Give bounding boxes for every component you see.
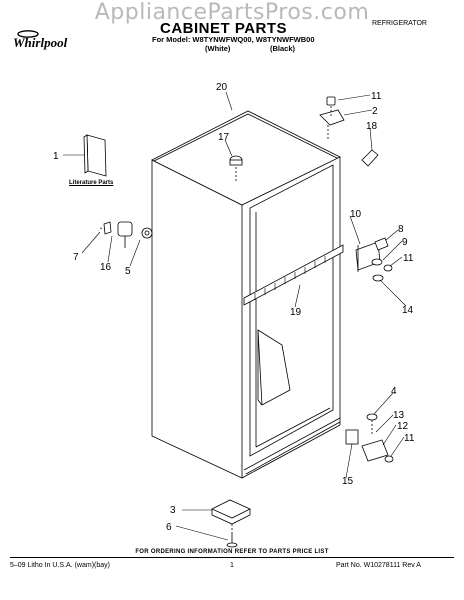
bottom-hinge	[361, 439, 389, 462]
top-hinge	[319, 109, 345, 126]
callout-15: 15	[342, 476, 354, 487]
callout-8: 8	[398, 224, 404, 235]
callout-11-top: 11	[371, 91, 382, 102]
callout-13: 13	[393, 410, 405, 421]
literature-booklet	[86, 134, 107, 177]
footer-divider	[10, 557, 454, 558]
variant-black: (Black)	[270, 44, 296, 53]
model-line: For Model: W8TYNWFWQ00, W8TYNWFWB00	[152, 35, 315, 44]
page-title: CABINET PARTS	[160, 20, 288, 37]
callout-11-bottom: 11	[404, 433, 415, 444]
part-number: Part No. W10278111 Rev A	[336, 562, 421, 569]
callout-10: 10	[350, 209, 362, 220]
callout-9: 9	[402, 237, 408, 248]
callout-4: 4	[391, 386, 397, 397]
hinge-cover	[361, 149, 379, 167]
category-label: REFRIGERATOR	[372, 20, 427, 27]
callout-18: 18	[366, 121, 378, 132]
callout-5: 5	[125, 266, 131, 277]
watermark: AppliancePartsPros.com	[94, 0, 370, 25]
ordering-note: FOR ORDERING INFORMATION REFER TO PARTS …	[135, 549, 329, 555]
litho-info: 5–09 Litho In U.S.A. (wam)(bay)	[10, 562, 110, 569]
divider-rail	[243, 244, 344, 306]
callout-12: 12	[397, 421, 409, 432]
callout-6: 6	[166, 522, 172, 533]
rail-slots	[254, 256, 326, 300]
callout-3: 3	[170, 505, 176, 516]
callout-2: 2	[372, 106, 378, 117]
callout-14: 14	[402, 305, 414, 316]
whirlpool-logo: Whirlpool	[13, 30, 68, 50]
callout-19: 19	[290, 307, 302, 318]
svg-text:Whirlpool: Whirlpool	[13, 35, 68, 50]
leveling-bracket	[211, 499, 251, 519]
callout-7: 7	[73, 252, 79, 263]
cabinet-interior-opening	[249, 164, 334, 457]
literature-parts-label: Literature Parts	[69, 180, 114, 186]
callout-17: 17	[218, 132, 230, 143]
variant-white: (White)	[205, 44, 231, 53]
callout-16: 16	[100, 262, 112, 273]
page-number: 1	[230, 562, 234, 569]
callout-20: 20	[216, 82, 228, 93]
cabinet-front-face	[151, 159, 243, 479]
cabinet-bottom-edge	[241, 424, 341, 479]
cabinet-top-rim	[153, 113, 338, 162]
callout-1: 1	[53, 151, 59, 162]
callout-11-middle: 11	[403, 253, 414, 264]
